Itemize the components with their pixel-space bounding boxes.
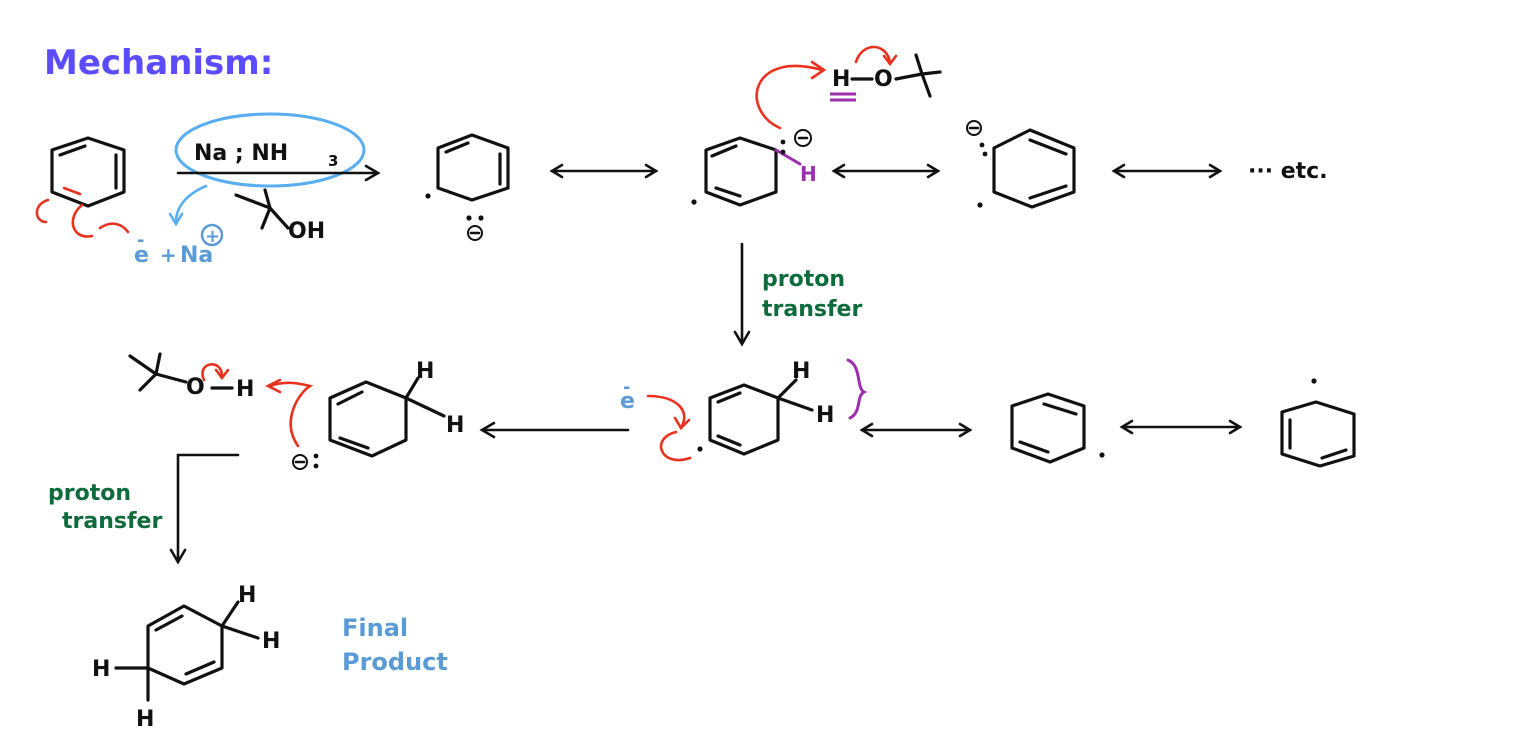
svg-text:+: + bbox=[160, 243, 177, 267]
deprotonation-arrow bbox=[755, 64, 824, 130]
radical-anion-1 bbox=[425, 133, 510, 241]
product-h-4: H bbox=[136, 707, 154, 732]
sodium-charge-circle bbox=[200, 223, 224, 247]
radical-h-1: H bbox=[792, 359, 810, 384]
sodium-charge: + bbox=[205, 226, 220, 247]
protonation-arrow bbox=[268, 381, 314, 448]
electron-2-charge: - bbox=[623, 377, 630, 398]
bond-arrow bbox=[854, 45, 892, 64]
proton-transfer-1a: proton bbox=[762, 267, 845, 292]
cyclohexadienyl-radical: H H e - bbox=[620, 358, 868, 462]
anion-h-1: H bbox=[416, 359, 434, 384]
cyan-arrow bbox=[174, 184, 208, 224]
product-h-2: H bbox=[262, 629, 280, 654]
proton-transfer-2a: proton bbox=[48, 481, 131, 506]
radical-anion-3 bbox=[966, 120, 1076, 209]
tbuoh-o: O bbox=[186, 375, 205, 400]
electron-charge: - bbox=[137, 230, 144, 251]
reagent-oval bbox=[174, 112, 366, 188]
electron-add-arrow bbox=[646, 394, 686, 428]
product-h-1: H bbox=[238, 583, 256, 608]
benzene-start bbox=[35, 136, 130, 238]
tert-butanol: O H bbox=[128, 352, 254, 402]
reagent-block: Na ; NH 3 OH e - + Na + bbox=[134, 112, 381, 268]
radical-arrow bbox=[659, 430, 692, 462]
product-h-3: H bbox=[92, 657, 110, 682]
tbuoh-h: H bbox=[236, 377, 254, 402]
anion-h-2: H bbox=[446, 413, 464, 438]
final-label-a: Final bbox=[342, 614, 408, 642]
electron-label: e bbox=[134, 243, 149, 268]
hydroxyl-h: H bbox=[832, 67, 850, 92]
final-label-b: Product bbox=[342, 648, 448, 676]
electron-2: e bbox=[620, 389, 635, 414]
final-product: H H H H bbox=[92, 583, 280, 732]
page-title: Mechanism: bbox=[44, 43, 273, 83]
curved-arrow-2 bbox=[71, 203, 130, 238]
curved-arrow-1 bbox=[35, 198, 50, 224]
oh-arrow bbox=[201, 363, 224, 382]
proton-transfer-1b: transfer bbox=[762, 297, 862, 322]
etc-label: ··· etc. bbox=[1248, 159, 1328, 184]
radical-resonance-1 bbox=[1010, 392, 1105, 464]
hydroxyl-o: O bbox=[874, 67, 893, 92]
reagent-top: Na ; NH bbox=[194, 141, 288, 166]
purple-bracket bbox=[846, 358, 868, 420]
alcohol-oh: OH bbox=[288, 219, 325, 244]
radical-h-2: H bbox=[816, 403, 834, 428]
purple-h: H bbox=[800, 162, 817, 186]
cyclohexadienyl-anion: H H bbox=[265, 359, 464, 470]
radical-resonance-2 bbox=[1280, 378, 1356, 468]
sodium-label: Na bbox=[180, 243, 213, 268]
radical-anion-2: H H O bbox=[691, 45, 942, 207]
reagent-sub: 3 bbox=[328, 152, 338, 170]
proton-transfer-2b: transfer bbox=[62, 509, 162, 534]
proton-transfer-arrow-2 bbox=[176, 453, 240, 562]
